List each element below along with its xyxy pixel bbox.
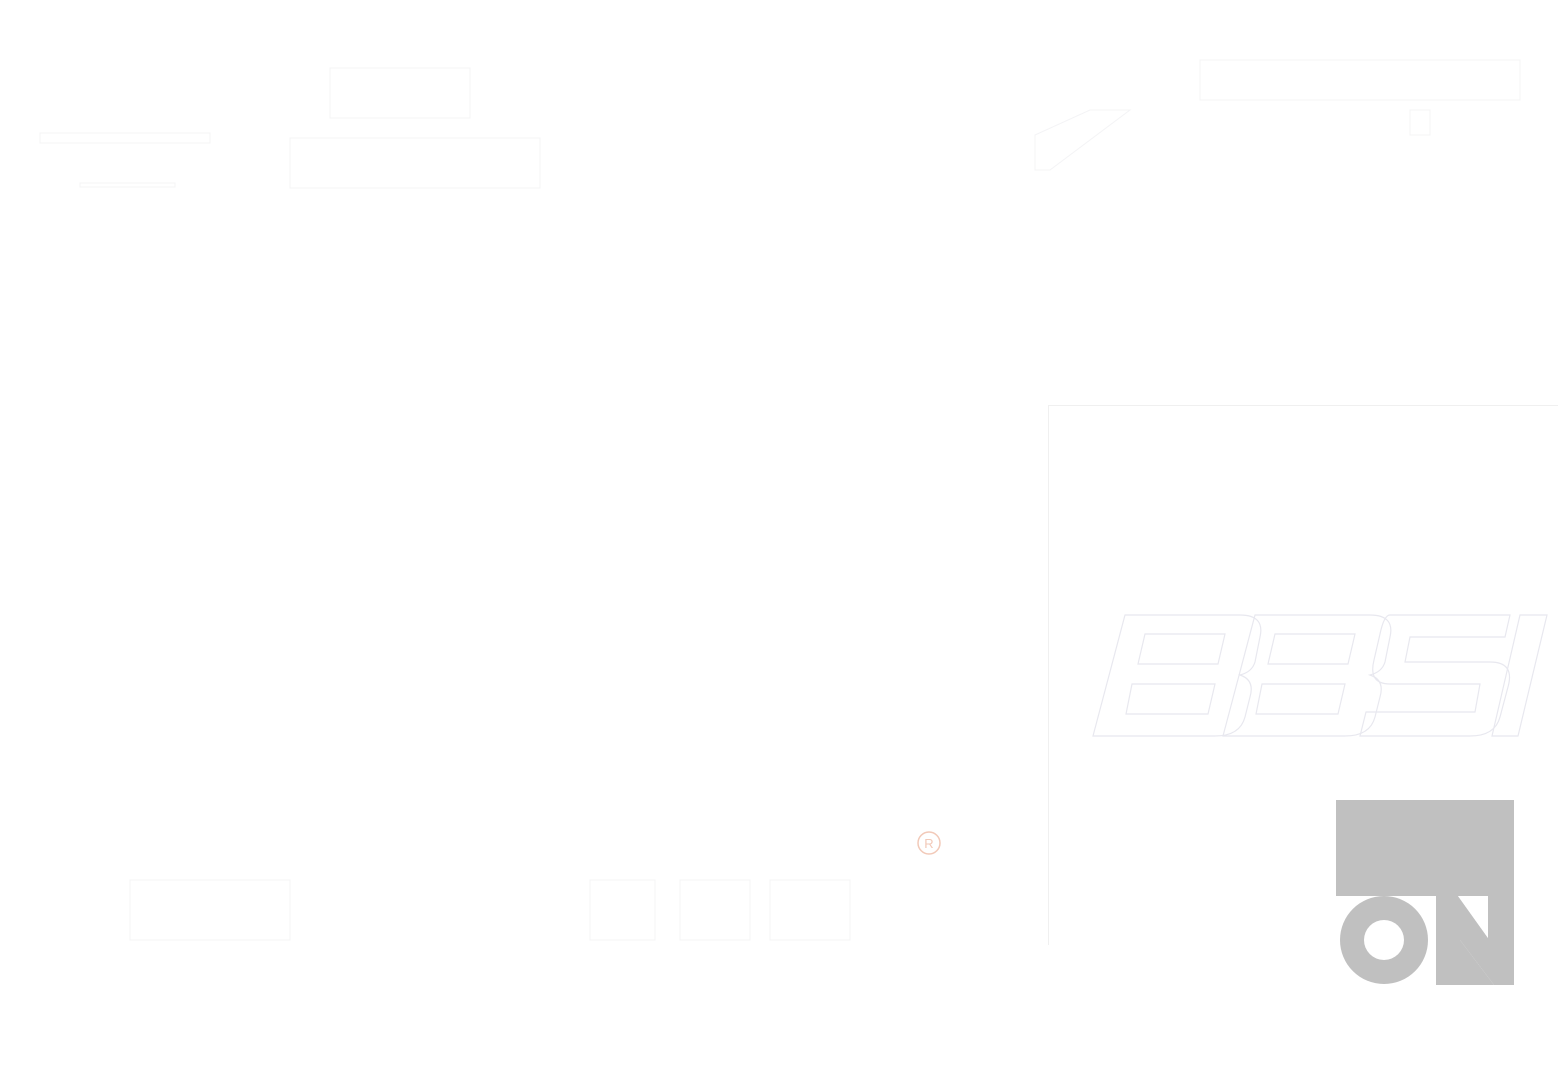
svg-text:R: R [924, 836, 933, 851]
top-left-logo [39, 67, 541, 189]
panel-divider-horizontal [1048, 405, 1558, 406]
bottom-left-logo [129, 879, 851, 941]
on-logo-icon [1336, 800, 1514, 985]
panel-divider-vertical [1048, 405, 1049, 945]
bbsi-logo-icon [1092, 614, 1548, 737]
registered-mark-icon: R [917, 831, 941, 855]
top-right-logo [1034, 59, 1521, 171]
